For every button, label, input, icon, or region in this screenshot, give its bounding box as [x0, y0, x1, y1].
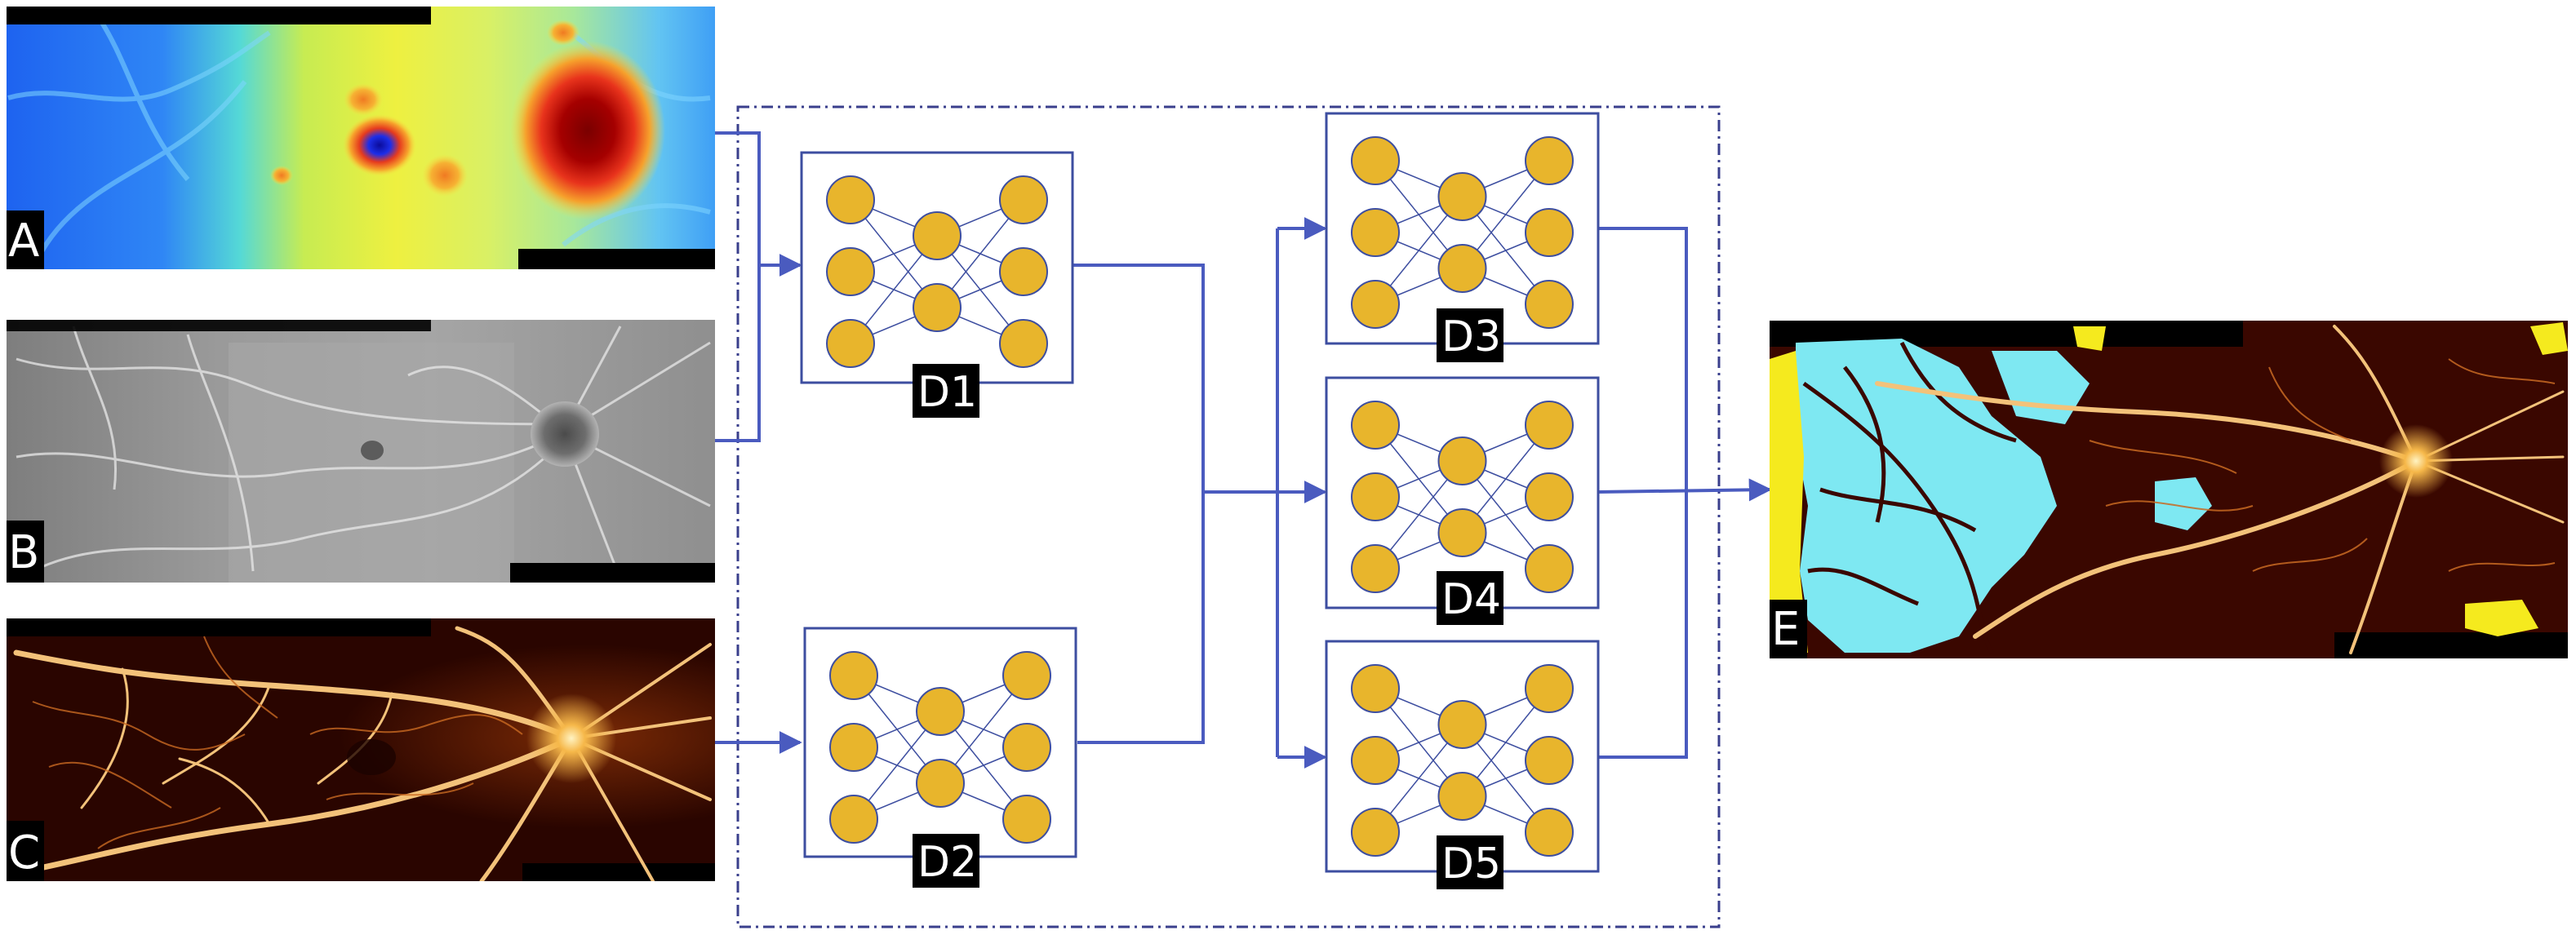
neuron-node — [1351, 472, 1400, 521]
neuron-node — [913, 211, 962, 260]
panel-a-label-bg — [7, 210, 44, 269]
neuron-node — [1351, 544, 1400, 593]
segment-yellow-regions — [1770, 322, 2568, 658]
neuron-node — [1437, 172, 1487, 221]
network-d5: D5 — [1325, 640, 1600, 889]
neuron-node — [1525, 401, 1574, 450]
neuron-node — [1437, 772, 1487, 821]
nonperfusion-vessel-gaps — [1802, 341, 2017, 654]
panel-c-label: C — [8, 826, 40, 880]
neuron-node — [1525, 808, 1574, 857]
neuron-node — [1002, 651, 1051, 700]
neuron-node — [1437, 244, 1487, 293]
neuron-node — [1525, 472, 1574, 521]
network-label-d2: D2 — [917, 838, 977, 887]
neuron-node — [916, 759, 965, 808]
network-d1: D1 — [800, 151, 1074, 418]
neuron-node — [829, 723, 878, 772]
panel-c-label-bg — [7, 821, 44, 881]
panel-b-label: B — [8, 526, 39, 579]
neuron-node — [1002, 795, 1051, 844]
network-d3: D3 — [1325, 112, 1600, 362]
neuron-node — [1351, 136, 1400, 185]
neuron-node — [1351, 208, 1400, 257]
network-label-bg — [1437, 835, 1503, 889]
neuron-node — [1525, 280, 1574, 329]
neuron-node — [1351, 280, 1400, 329]
network-label-d3: D3 — [1441, 312, 1501, 361]
neuron-node — [1351, 808, 1400, 857]
neuron-node — [1525, 736, 1574, 785]
connectors — [715, 131, 1772, 769]
neuron-node — [999, 175, 1048, 224]
neuron-node — [1351, 401, 1400, 450]
network-d2: D2 — [803, 627, 1077, 888]
neuron-node — [1002, 723, 1051, 772]
panel-c-angiography — [7, 618, 715, 881]
panel-e-label: E — [1771, 603, 1800, 656]
neuron-node — [1525, 136, 1574, 185]
neuron-node — [1525, 664, 1574, 713]
network-d4: D4 — [1325, 376, 1600, 625]
network-label-bg — [913, 834, 979, 888]
neuron-node — [826, 175, 875, 224]
network-label-bg — [913, 364, 979, 418]
neuron-node — [1437, 508, 1487, 557]
neuron-node — [999, 319, 1048, 368]
panel-a-label: A — [8, 215, 39, 268]
neuron-node — [826, 319, 875, 368]
panel-e-segmentation — [1770, 321, 2568, 658]
network-label-bg — [1437, 571, 1503, 625]
neuron-node — [1437, 436, 1487, 485]
neuron-node — [1351, 664, 1400, 713]
neuron-node — [1525, 208, 1574, 257]
panel-e-label-bg — [1770, 600, 1807, 658]
neuron-node — [1351, 736, 1400, 785]
panel-a-heatmap — [7, 7, 715, 269]
network-label-d1: D1 — [917, 368, 977, 417]
neuron-node — [826, 247, 875, 296]
network-label-d5: D5 — [1441, 840, 1501, 888]
network-label-d4: D4 — [1441, 575, 1501, 624]
neuron-node — [829, 651, 878, 700]
neuron-node — [999, 247, 1048, 296]
ensemble-frame — [736, 105, 1721, 928]
neuron-node — [1437, 700, 1487, 749]
neuron-node — [1525, 544, 1574, 593]
panel-b-grayscale — [7, 320, 715, 583]
panel-b-label-bg — [7, 521, 44, 583]
neuron-node — [829, 795, 878, 844]
network-label-bg — [1437, 308, 1503, 362]
neuron-node — [916, 687, 965, 736]
neuron-node — [913, 283, 962, 332]
